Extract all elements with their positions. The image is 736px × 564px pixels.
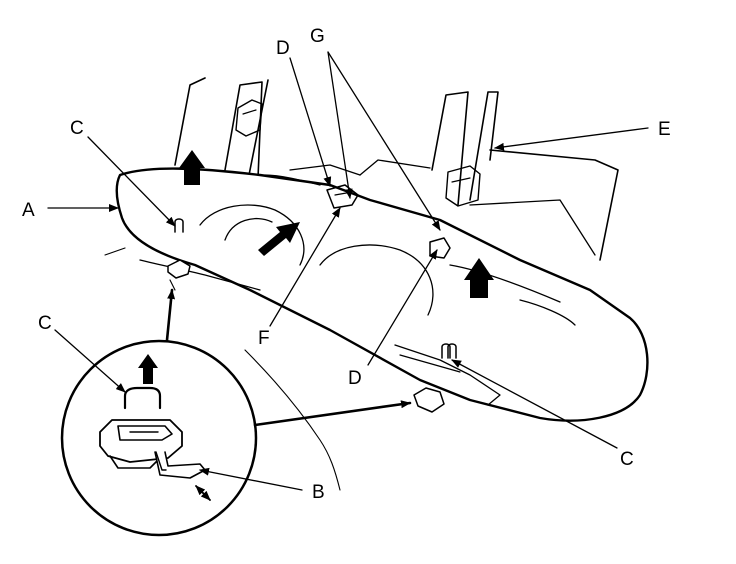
detail-inset	[60, 339, 258, 537]
callout-e: E	[658, 119, 671, 140]
callout-c-bottom: C	[620, 449, 634, 470]
callout-c-top: C	[70, 118, 84, 139]
leader-lines	[47, 51, 649, 491]
callout-c-inset: C	[38, 313, 52, 334]
seat-back	[174, 77, 619, 261]
inset-connector-right	[253, 400, 412, 427]
floor-bracket-right	[413, 387, 445, 413]
callout-d-bottom: D	[348, 368, 362, 389]
callout-g: G	[310, 26, 325, 47]
lift-arrow-right	[464, 258, 494, 298]
callout-a: A	[22, 200, 35, 221]
inset-connector-up	[165, 288, 176, 342]
callout-b: B	[312, 482, 325, 503]
seat-cushion	[104, 167, 649, 422]
floor-lines	[169, 279, 341, 491]
pull-forward-arrow	[258, 222, 300, 256]
callout-d-top: D	[276, 38, 290, 59]
callout-f: F	[258, 328, 270, 349]
clip-c-bottom	[441, 343, 457, 359]
lift-arrow-left	[179, 150, 205, 185]
floor-bracket-left	[167, 259, 191, 279]
